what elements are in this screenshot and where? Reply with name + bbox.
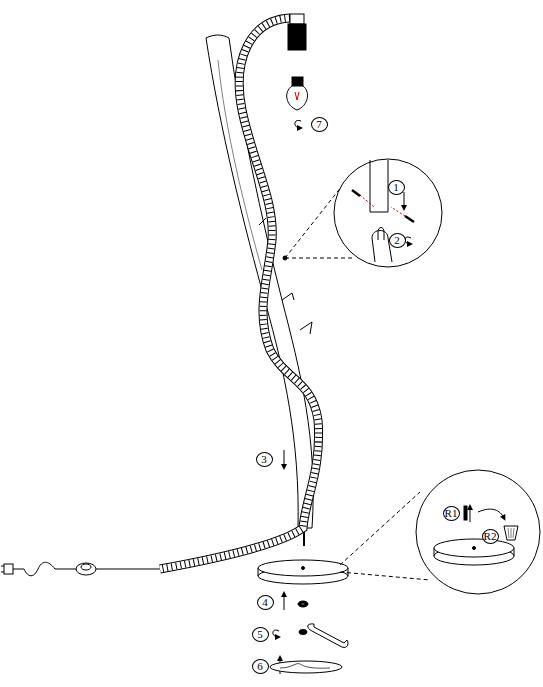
callout-number: 7: [311, 117, 328, 132]
callout-number: 3: [256, 452, 273, 467]
cover-cap: [464, 506, 467, 520]
felt-pad: [270, 661, 342, 673]
rotate-arrow: [295, 120, 301, 128]
callout-number: 4: [257, 595, 274, 610]
washer: [298, 601, 308, 607]
branch-nub: [282, 293, 294, 300]
pole-joint-lower: [372, 231, 392, 263]
callout-number: 1: [388, 180, 405, 195]
plug: [4, 564, 13, 574]
callout-number: 6: [252, 659, 269, 674]
cable-coil: [10, 562, 80, 576]
leader-line: [340, 572, 430, 580]
callout-number: 2: [389, 233, 406, 248]
callout-number: R1: [443, 506, 460, 521]
light-bulb: [287, 86, 308, 110]
leader-line: [285, 186, 342, 258]
rope: [160, 18, 319, 569]
foot-switch: [76, 563, 96, 575]
pole-joint-upper: [370, 160, 388, 212]
socket-top: [290, 14, 304, 24]
branch-nub: [259, 218, 266, 225]
bulb-base: [292, 77, 303, 86]
callout-number: R2: [482, 529, 499, 544]
cable: [95, 569, 160, 570]
detail-circle: [334, 159, 442, 267]
screw: [352, 190, 360, 196]
leader-line: [340, 492, 420, 565]
wrench: [312, 627, 344, 646]
lamp-socket: [288, 24, 306, 50]
leader-line: [285, 258, 355, 259]
branch-nub: [300, 322, 312, 334]
nut: [299, 630, 307, 635]
bin: [504, 526, 518, 540]
callout-number: 5: [252, 627, 269, 642]
screw: [405, 216, 414, 222]
detail-circle: [416, 470, 540, 594]
switch-button: [81, 564, 91, 570]
joint-peg: [378, 228, 384, 241]
wooden-pole: [206, 35, 313, 528]
